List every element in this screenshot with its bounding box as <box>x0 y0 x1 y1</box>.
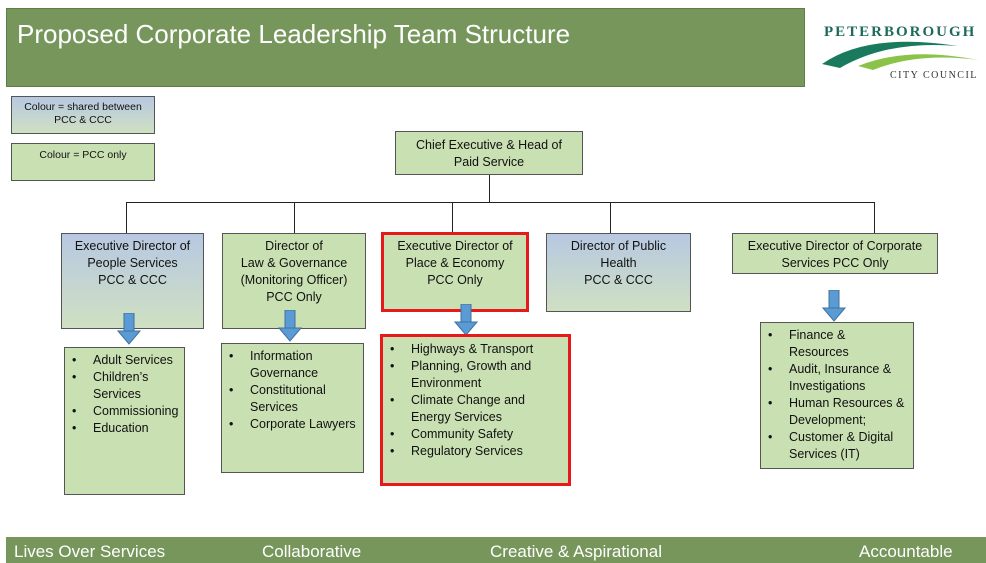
logo-top-text: PETERBOROUGH <box>824 24 977 40</box>
logo-swoosh-icon <box>822 41 978 70</box>
list-item: Human Resources & Development; <box>768 395 907 429</box>
down-arrow-icon <box>117 313 141 345</box>
director-line: (Monitoring Officer) <box>240 273 348 287</box>
chief-line-1: Chief Executive & Head of <box>416 138 562 152</box>
down-arrow-icon <box>822 290 846 322</box>
director-line: People Services <box>87 256 178 270</box>
connector-drop-2 <box>294 202 295 233</box>
corporate-services-list: Finance & Resources Audit, Insurance & I… <box>760 322 914 469</box>
list-item: Regulatory Services <box>390 443 562 460</box>
council-logo: PETERBOROUGH CITY COUNCIL <box>818 14 986 88</box>
director-place-economy-box: Executive Director of Place & Economy PC… <box>381 232 529 312</box>
values-footer: Lives Over Services Collaborative Creati… <box>6 537 986 563</box>
list-item: Community Safety <box>390 426 562 443</box>
down-arrow-icon <box>454 304 478 336</box>
director-line: PCC Only <box>266 290 322 304</box>
director-line: Law & Governance <box>240 256 348 270</box>
list-item: Audit, Insurance & Investigations <box>768 361 907 395</box>
footer-value: Accountable <box>859 542 953 561</box>
list-item: Children’s Services <box>72 369 178 403</box>
director-line: Health <box>600 256 637 270</box>
director-people-services-box: Executive Director of People Services PC… <box>61 233 204 329</box>
list-item: Climate Change and Energy Services <box>390 392 562 426</box>
list-item: Highways & Transport <box>390 341 562 358</box>
legend-pcc-only-label: Colour = PCC only <box>39 149 127 161</box>
connector-horizontal <box>126 202 874 203</box>
people-services-list: Adult Services Children’s Services Commi… <box>64 347 185 495</box>
connector-drop-4 <box>610 202 611 233</box>
director-corporate-services-box: Executive Director of Corporate Services… <box>732 233 938 274</box>
page-title: Proposed Corporate Leadership Team Struc… <box>17 19 571 49</box>
director-line: Executive Director of Corporate <box>747 239 923 253</box>
title-banner: Proposed Corporate Leadership Team Struc… <box>6 8 805 87</box>
list-item: Constitutional Services <box>229 382 357 416</box>
legend-shared: Colour = shared between PCC & CCC <box>11 96 155 134</box>
down-arrow-icon <box>278 310 302 342</box>
connector-drop-5 <box>874 202 875 233</box>
director-line: PCC Only <box>427 273 483 287</box>
connector-drop-1 <box>126 202 127 233</box>
chief-executive-box: Chief Executive & Head of Paid Service <box>395 131 583 175</box>
list-item: Education <box>72 420 178 437</box>
list-item: Information Governance <box>229 348 357 382</box>
footer-value: Lives Over Services <box>14 542 166 561</box>
director-line: Executive Director of <box>74 239 191 253</box>
list-item: Customer & Digital Services (IT) <box>768 429 907 463</box>
director-public-health-box: Director of Public Health PCC & CCC <box>546 233 691 312</box>
list-item: Corporate Lawyers <box>229 416 357 433</box>
footer-value: Creative & Aspirational <box>490 542 662 561</box>
law-governance-list: Information Governance Constitutional Se… <box>221 343 364 473</box>
list-item: Finance & Resources <box>768 327 907 361</box>
connector-drop-3 <box>452 202 453 233</box>
director-line: Executive Director of <box>397 239 513 253</box>
legend-shared-label: Colour = shared between PCC & CCC <box>24 101 142 126</box>
list-item: Commissioning <box>72 403 178 420</box>
chief-line-2: Paid Service <box>453 155 525 169</box>
director-line: PCC & CCC <box>584 273 653 287</box>
legend-pcc-only: Colour = PCC only <box>11 143 155 181</box>
director-line: Director of Public <box>570 239 667 253</box>
list-item: Planning, Growth and Environment <box>390 358 562 392</box>
director-line: PCC & CCC <box>98 273 167 287</box>
logo-bottom-text: CITY COUNCIL <box>890 70 978 81</box>
list-item: Adult Services <box>72 352 178 369</box>
place-economy-list: Highways & Transport Planning, Growth an… <box>380 334 571 486</box>
connector-vertical-chief <box>489 175 490 202</box>
director-line: Place & Economy <box>405 256 505 270</box>
footer-value: Collaborative <box>262 542 362 561</box>
director-line: Services PCC Only <box>781 256 889 270</box>
director-line: Director of <box>265 239 323 253</box>
